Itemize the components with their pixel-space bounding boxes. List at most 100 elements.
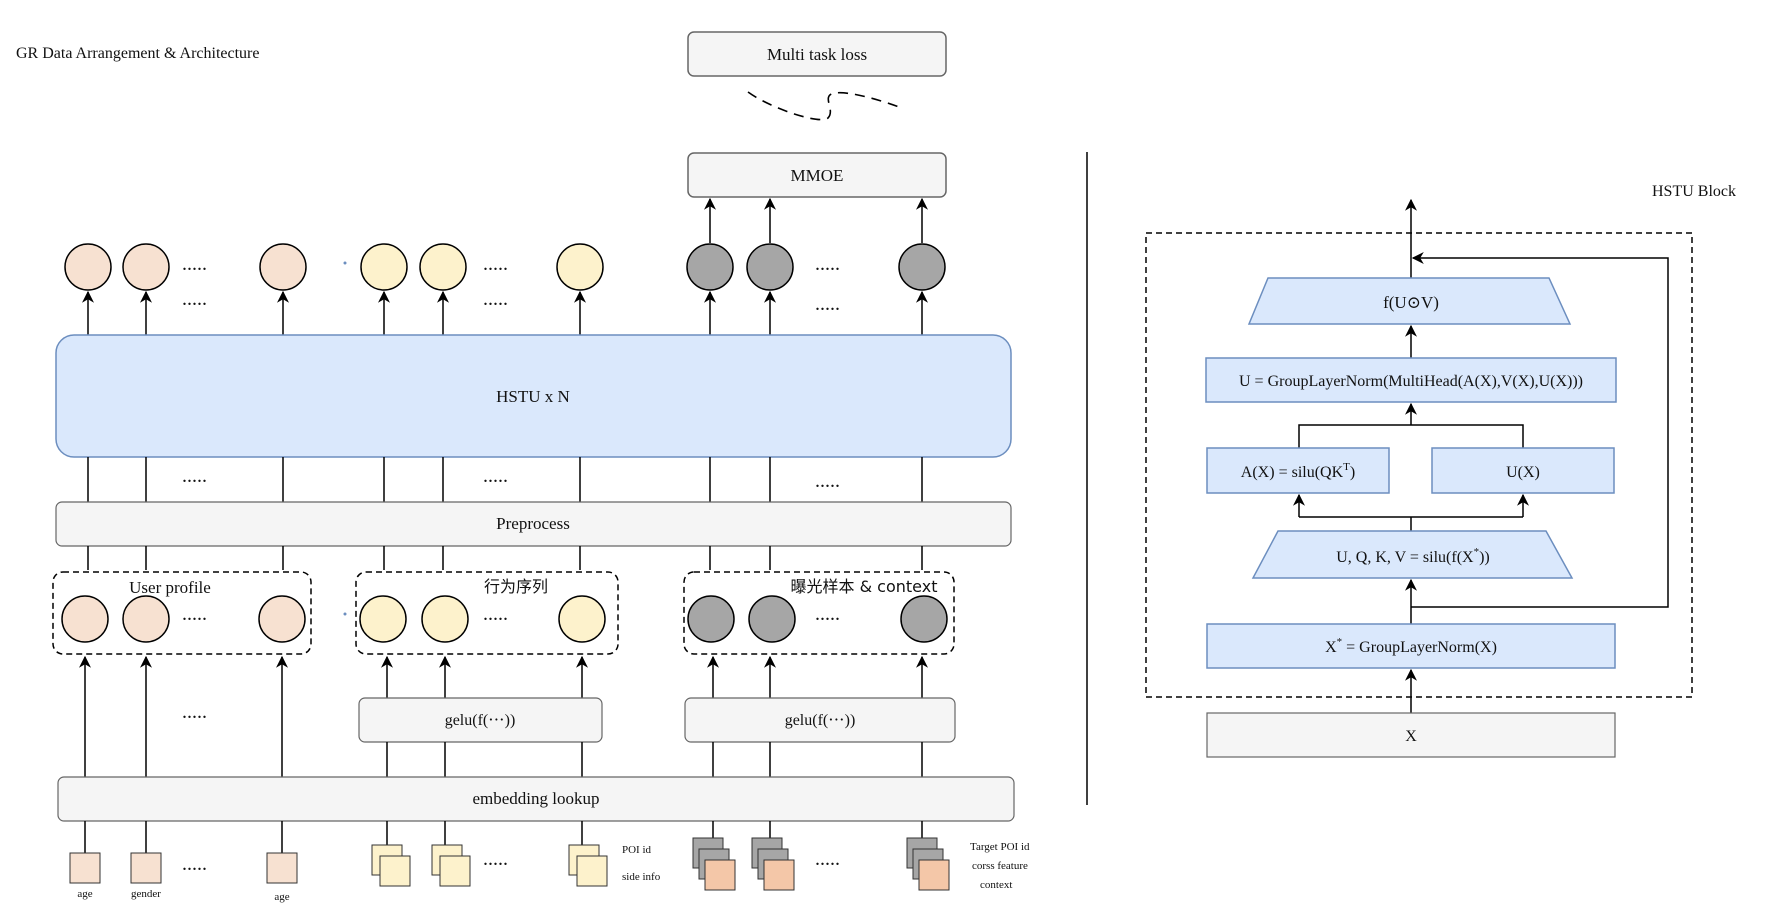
hstu-block-title: HSTU Block [1652, 183, 1736, 200]
gelu-label-behavior: gelu(f(⋅⋅⋅)) [445, 712, 516, 729]
feature-square [130, 852, 162, 884]
small-dot [343, 612, 347, 616]
input-x-label: X [1405, 728, 1417, 745]
exposure-context-label: 曝光样本 & context [791, 577, 938, 596]
ellipsis: ..... [182, 253, 207, 275]
output-projection-trapezoid [1247, 277, 1572, 325]
ellipsis: ..... [483, 848, 508, 870]
output-token-user [122, 243, 170, 291]
input-label-side-info: side info [622, 871, 661, 883]
feature-square [439, 855, 471, 887]
output-ellipses: ..... ..... ..... ..... ..... ..... [182, 253, 840, 315]
ax-label: A(X) = silu(QKT) [1241, 461, 1355, 481]
behavior-sequence-group [355, 571, 619, 655]
ellipsis: ..... [182, 853, 207, 875]
output-token-exposure [686, 243, 734, 291]
ellipsis: ..... [815, 470, 840, 492]
output-token-exposure [746, 243, 794, 291]
small-dot [343, 261, 347, 265]
ellipsis: ..... [483, 288, 508, 310]
output-token-behavior [360, 243, 408, 291]
input-token-exposure [687, 595, 735, 643]
group-input-arrows [79, 655, 928, 783]
output-token-behavior [419, 243, 467, 291]
feature-square [379, 855, 411, 887]
group-ellipses: ..... ..... ..... [182, 603, 840, 625]
input-token-user [122, 595, 170, 643]
preprocess-label: Preprocess [496, 514, 570, 533]
feature-square [69, 852, 101, 884]
behavior-feature-squares [371, 844, 608, 887]
ellipsis: ..... [483, 253, 508, 275]
input-label-context: context [980, 879, 1012, 891]
attention-norm-box [1205, 357, 1617, 403]
mid-ellipses: ..... ..... ..... [182, 465, 840, 492]
hstu-block-container [1145, 232, 1693, 698]
input-label-target-poi: Target POI id [970, 841, 1030, 853]
gelu-label-exposure: gelu(f(⋅⋅⋅)) [785, 712, 856, 729]
diagram-title: GR Data Arrangement & Architecture [16, 45, 259, 62]
input-norm-label: X* = GroupLayerNorm(X) [1325, 636, 1497, 656]
ellipsis: ..... [182, 603, 207, 625]
hstu-output-arrows [82, 290, 928, 335]
exposure-feature-squares [692, 837, 950, 891]
embedding-lookup-box [57, 776, 1015, 822]
feature-square [266, 852, 298, 884]
mmoe-label: MMOE [791, 166, 844, 185]
multi-task-loss-label: Multi task loss [767, 45, 867, 64]
feature-square [763, 859, 795, 891]
input-token-exposure [900, 595, 948, 643]
ellipsis: ..... [483, 603, 508, 625]
ellipsis: ..... [815, 293, 840, 315]
input-token-user [61, 595, 109, 643]
input-label-age: age [77, 888, 92, 900]
input-norm-box [1206, 623, 1616, 669]
dashed-curve-connector [747, 91, 903, 121]
ux-label: U(X) [1506, 464, 1540, 481]
hstu-stack-box [55, 334, 1012, 458]
input-tokens-row [61, 595, 948, 643]
ellipsis: ..... [815, 603, 840, 625]
input-token-behavior [421, 595, 469, 643]
embedding-gelu-lines [386, 742, 923, 777]
output-tokens-row [64, 243, 946, 291]
residual-connection [1411, 252, 1669, 608]
ellipsis: ..... [182, 701, 207, 723]
hstu-stack-label: HSTU x N [496, 387, 570, 406]
ellipsis: ..... [182, 288, 207, 310]
output-token-exposure [898, 243, 946, 291]
ellipsis: ..... [182, 465, 207, 487]
input-x-box [1206, 712, 1616, 758]
user-profile-label: User profile [129, 578, 211, 597]
output-token-user [259, 243, 307, 291]
input-token-behavior [359, 595, 407, 643]
input-token-exposure [748, 595, 796, 643]
user-feature-squares [69, 852, 298, 884]
mmoe-box [687, 152, 947, 198]
input-label-gender: gender [131, 888, 161, 900]
user-profile-group [52, 571, 312, 655]
ax-box [1206, 447, 1390, 494]
output-projection-label: f(U⊙V) [1383, 293, 1439, 312]
ux-box [1431, 447, 1615, 494]
feature-square [918, 859, 950, 891]
preprocess-box [55, 501, 1012, 547]
attention-norm-label: U = GroupLayerNorm(MultiHead(A(X),V(X),U… [1239, 373, 1583, 390]
gelu-box-behavior [358, 697, 603, 743]
input-label-poi-id: POI id [622, 844, 652, 856]
qkv-split [1299, 516, 1523, 531]
feature-square [704, 859, 736, 891]
ellipsis: ..... [815, 848, 840, 870]
qkv-projection-label: U, Q, K, V = silu(f(X*)) [1336, 546, 1489, 566]
multi-task-loss-box [687, 31, 947, 77]
ellipsis: ..... [815, 253, 840, 275]
output-token-user [64, 243, 112, 291]
behavior-sequence-label: 行为序列 [484, 577, 548, 596]
ellipsis: ..... [483, 465, 508, 487]
input-token-behavior [558, 595, 606, 643]
input-token-user [258, 595, 306, 643]
input-label-cross-feature: corss feature [972, 860, 1028, 872]
embedding-lookup-label: embedding lookup [472, 789, 599, 808]
